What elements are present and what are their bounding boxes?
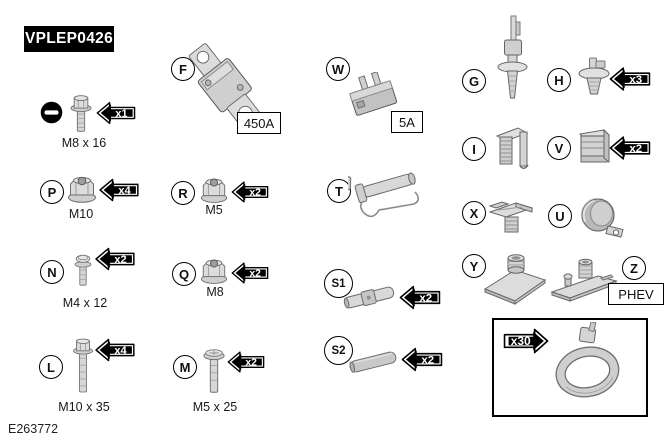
flange-nut-illustration xyxy=(68,176,96,203)
stud-plate-illustration xyxy=(483,254,547,305)
figure-code: E263772 xyxy=(8,422,59,436)
screw-illustration xyxy=(203,349,225,393)
item-letter-m: M xyxy=(173,355,197,379)
item-letter-h: H xyxy=(547,68,571,92)
item-letter-f: F xyxy=(171,57,195,81)
item-letter-n: N xyxy=(40,260,64,284)
qty-arrow: x2 xyxy=(399,285,441,310)
size-label: M4 x 12 xyxy=(62,296,108,310)
qty-label: x4 xyxy=(114,345,127,357)
qty-label: x2 xyxy=(249,269,261,280)
qty-arrow: x1 xyxy=(96,101,136,125)
qty-label: x1 xyxy=(115,108,127,120)
sleeve-illustration xyxy=(349,351,397,373)
item-letter-u: U xyxy=(548,204,572,228)
size-label: M10 xyxy=(68,207,94,221)
bolt-illustration xyxy=(74,254,92,286)
item-letter-q: Q xyxy=(172,262,196,286)
push-clip-illustration xyxy=(578,57,610,95)
qty-arrow: x2 xyxy=(609,136,651,160)
qty-arrow: x3 xyxy=(609,67,651,91)
qty-arrow: x4 xyxy=(95,338,135,362)
qty-label: x2 xyxy=(629,143,642,155)
item-letter-g: G xyxy=(462,69,486,93)
qty-label: x2 xyxy=(249,188,261,199)
cage-clip-illustration xyxy=(578,128,611,164)
size-label: M5 xyxy=(205,203,223,217)
qty-label: x30 xyxy=(511,334,531,348)
fuse-rating-label: 450A xyxy=(237,112,281,134)
item-letter-t: T xyxy=(327,179,351,203)
minus-icon xyxy=(40,101,63,124)
stud-clip-illustration xyxy=(497,15,528,99)
cable-tie-illustration xyxy=(555,322,620,398)
variant-label: PHEV xyxy=(608,283,664,305)
item-letter-r: R xyxy=(171,181,195,205)
item-letter-z: Z xyxy=(622,256,646,280)
bolt-illustration xyxy=(73,338,93,393)
item-letter-s1: S1 xyxy=(324,269,353,298)
item-letter-v: V xyxy=(547,136,571,160)
qty-arrow: x2 xyxy=(231,181,269,203)
mini-fuse-illustration xyxy=(349,72,398,116)
qty-label: x2 xyxy=(245,358,257,369)
fuse-rating-label: 5A xyxy=(391,111,423,133)
item-letter-w: W xyxy=(326,57,350,81)
qty-arrow: x4 xyxy=(99,178,139,202)
flange-nut-illustration xyxy=(200,259,228,284)
item-letter-p: P xyxy=(40,180,64,204)
p-clamp-illustration xyxy=(580,197,624,238)
kit-part-number-label: VPLEP0426 xyxy=(24,26,114,52)
qty-label: x3 xyxy=(629,74,642,86)
edge-clip-illustration xyxy=(495,127,529,169)
stud-bracket-illustration xyxy=(550,258,618,302)
qty-label: x4 xyxy=(118,185,131,197)
qty-arrow-right: x30 xyxy=(503,328,549,354)
qty-label: x2 xyxy=(421,355,434,367)
qty-label: x2 xyxy=(114,254,126,266)
item-letter-y: Y xyxy=(462,254,486,278)
size-label: M8 x 16 xyxy=(61,136,107,150)
item-letter-x: X xyxy=(462,201,486,225)
mount-clip-illustration xyxy=(488,201,534,233)
qty-arrow: x2 xyxy=(227,351,265,373)
butt-connector-illustration xyxy=(343,286,395,309)
qty-arrow: x2 xyxy=(95,247,135,271)
qty-arrow: x2 xyxy=(231,262,269,284)
bolt-illustration xyxy=(70,95,92,132)
pin-illustration xyxy=(348,172,420,218)
item-letter-s2: S2 xyxy=(324,336,353,365)
size-label: M5 x 25 xyxy=(192,400,238,414)
qty-label: x2 xyxy=(419,293,432,305)
qty-arrow: x2 xyxy=(401,347,443,372)
flange-nut-illustration xyxy=(200,178,228,203)
size-label: M10 x 35 xyxy=(58,400,110,414)
item-letter-l: L xyxy=(39,355,63,379)
item-letter-i: I xyxy=(462,137,486,161)
size-label: M8 xyxy=(206,285,224,299)
